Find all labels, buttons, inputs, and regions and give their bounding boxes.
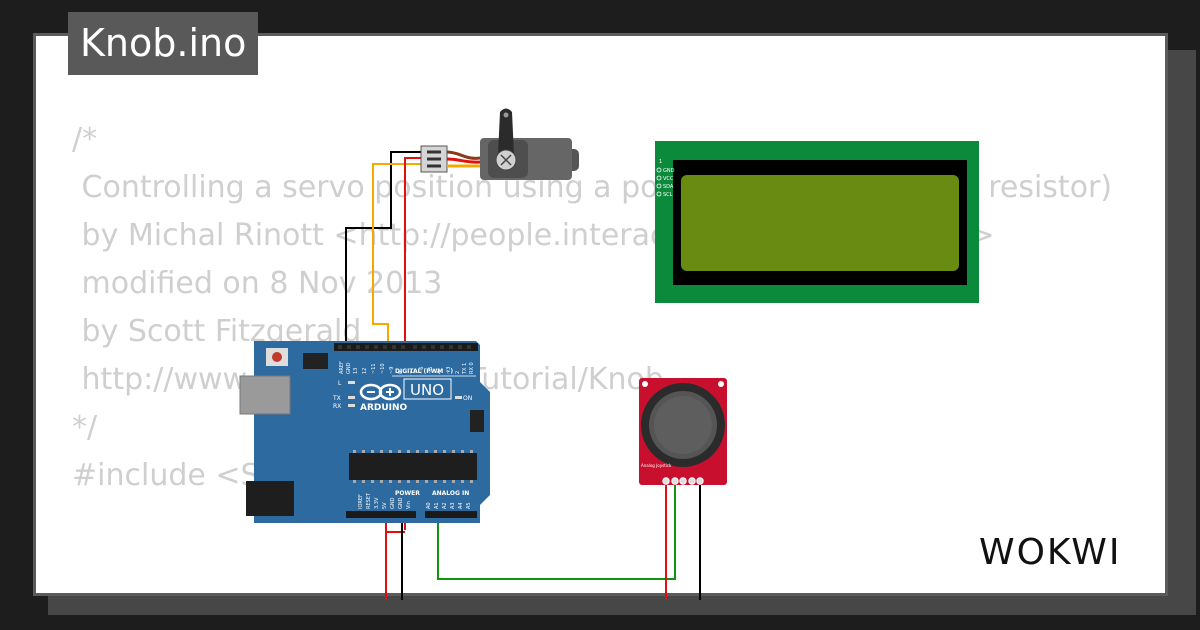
lcd-pin-label: SDA bbox=[663, 184, 674, 190]
pin-label: Vin bbox=[406, 501, 412, 509]
icsp2-header bbox=[470, 410, 484, 432]
code-line: */ bbox=[72, 410, 98, 445]
reset-button[interactable] bbox=[272, 352, 282, 362]
led-on bbox=[455, 396, 462, 399]
servo-motor[interactable] bbox=[420, 108, 579, 181]
servo-horn bbox=[498, 108, 514, 155]
pin-label: GND bbox=[398, 497, 404, 509]
joystick-pin bbox=[662, 477, 670, 485]
pin-label: GND bbox=[390, 497, 396, 509]
wire-servo-ground bbox=[345, 151, 423, 352]
usb-port bbox=[239, 375, 291, 415]
pin-label: ~9 bbox=[389, 367, 395, 374]
lcd-pin bbox=[656, 167, 662, 173]
analog-header-label: ANALOG IN bbox=[432, 490, 469, 497]
pin-label: A0 bbox=[426, 502, 432, 509]
led-label: TX bbox=[332, 395, 341, 402]
pin-label: A1 bbox=[434, 502, 440, 509]
servo-cable bbox=[446, 150, 481, 160]
pin-label: GND bbox=[346, 362, 352, 374]
joystick-pins bbox=[662, 477, 704, 485]
digital-pins bbox=[338, 345, 471, 349]
chip-legs bbox=[353, 450, 473, 483]
lcd-pin-label: SCL bbox=[663, 192, 673, 198]
servo-horn-hole bbox=[503, 112, 509, 118]
lcd-pin bbox=[656, 191, 662, 197]
lcd-screen bbox=[681, 175, 959, 271]
model-frame bbox=[403, 378, 452, 400]
icsp-header bbox=[303, 353, 328, 369]
preview-card: /* Controlling a servo position using a … bbox=[33, 33, 1168, 596]
lcd-pin-number: 1 bbox=[659, 159, 662, 165]
mount-hole bbox=[642, 381, 648, 387]
digital-pin-labels: AREF GND 13 12 ~11 ~10 ~9 8 7 ~6 ~5 4 ~3… bbox=[339, 361, 475, 375]
joystick-pin bbox=[679, 477, 687, 485]
arduino-uno[interactable]: AREF GND 13 12 ~11 ~10 ~9 8 7 ~6 ~5 4 ~3… bbox=[239, 341, 490, 523]
wire-analog bbox=[437, 485, 676, 580]
pin-label: A4 bbox=[458, 502, 464, 509]
pin-label: RX 0 bbox=[469, 362, 475, 374]
wokwi-logo: WOKWI bbox=[979, 532, 1121, 573]
joystick-label: Analog Joystick bbox=[641, 463, 672, 468]
pin-label: RESET bbox=[366, 492, 372, 509]
logo-text: WOKWI bbox=[979, 532, 1121, 573]
atmega-chip bbox=[349, 453, 477, 480]
pin-label: 13 bbox=[353, 368, 359, 374]
joystick-cap-top bbox=[654, 396, 712, 454]
digital-header bbox=[334, 343, 478, 351]
board-model: UNO bbox=[410, 381, 444, 399]
joystick-pin bbox=[696, 477, 704, 485]
pin-label: 2 bbox=[455, 371, 461, 374]
led-rx bbox=[348, 404, 355, 407]
lcd-display[interactable]: 1 GND VCC SDA SCL bbox=[655, 141, 979, 303]
pin-label: 3.3V bbox=[374, 497, 380, 509]
lcd-pins: GND VCC SDA SCL bbox=[656, 167, 675, 198]
pin-label: AREF bbox=[339, 361, 345, 374]
lcd-pin-label: GND bbox=[663, 168, 675, 174]
led-label: L bbox=[338, 380, 342, 387]
pin-label: ~11 bbox=[371, 363, 377, 374]
analog-joystick[interactable]: Analog Joystick bbox=[639, 378, 727, 485]
board-name: ARDUINO bbox=[360, 403, 408, 413]
pin-label: A2 bbox=[442, 502, 448, 509]
led-label: ON bbox=[463, 395, 472, 402]
pin-label: 8 bbox=[398, 371, 404, 374]
arduino-logo bbox=[359, 383, 402, 401]
pin-label: 5V bbox=[382, 502, 388, 509]
pin-label: IOREF bbox=[358, 494, 364, 509]
pin-label: ~10 bbox=[380, 363, 386, 374]
pin-label: ~6 bbox=[419, 367, 425, 374]
code-line: /* bbox=[72, 122, 98, 157]
analog-pin-labels: A0 A1 A2 A3 A4 A5 bbox=[426, 502, 472, 509]
servo-screw bbox=[500, 154, 512, 166]
servo-cable bbox=[446, 157, 481, 164]
digital-header-label: DIGITAL (PWM ~) bbox=[395, 368, 453, 375]
power-header-label: POWER bbox=[395, 490, 420, 497]
pin-label: 7 bbox=[410, 371, 416, 374]
pin-label: 12 bbox=[362, 368, 368, 374]
led-tx bbox=[348, 396, 355, 399]
lcd-pin bbox=[656, 175, 662, 181]
lcd-pin-label: VCC bbox=[663, 176, 674, 182]
power-header bbox=[346, 511, 416, 518]
pin-label: A5 bbox=[466, 502, 472, 509]
pin-label: ~3 bbox=[446, 367, 452, 374]
mount-hole bbox=[718, 381, 724, 387]
pin-label: ~5 bbox=[428, 367, 434, 374]
pin-label: A3 bbox=[450, 502, 456, 509]
wire-servo-signal bbox=[372, 163, 423, 352]
led-l bbox=[348, 381, 355, 384]
led-label: RX bbox=[333, 403, 341, 410]
analog-header bbox=[425, 511, 477, 518]
pin-label: 4 bbox=[437, 371, 443, 374]
joystick-pin bbox=[671, 477, 679, 485]
lcd-pin bbox=[656, 183, 662, 189]
power-pin-labels: IOREF RESET 3.3V 5V GND GND Vin bbox=[358, 492, 412, 509]
joystick-pin bbox=[688, 477, 696, 485]
power-jack bbox=[246, 481, 294, 516]
pin-label: TX 1 bbox=[462, 363, 468, 375]
sketch-title: Knob.ino bbox=[68, 12, 259, 75]
code-line: modified on 8 Nov 2013 bbox=[72, 266, 443, 301]
